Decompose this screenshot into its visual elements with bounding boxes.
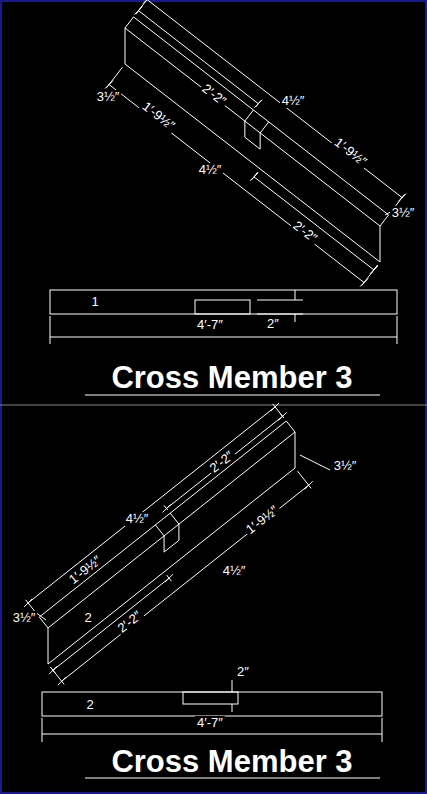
extension-line — [257, 314, 303, 315]
dimension-label: 1 — [89, 295, 100, 309]
dimension-label: 1′-9½″ — [138, 98, 179, 134]
dimension-label: 3½″ — [95, 90, 122, 104]
dimension-label: 2 — [84, 698, 95, 712]
extension-line — [397, 316, 398, 344]
dimension-tick — [398, 194, 406, 202]
notch-line — [245, 110, 254, 121]
bar-edge — [134, 17, 389, 215]
dimension-tick — [360, 279, 368, 287]
part-outline — [42, 692, 382, 716]
dimension-line — [232, 680, 233, 692]
dimension-label: 1′-9½″ — [330, 134, 371, 170]
notch-outline — [183, 692, 238, 704]
dimension-tick — [49, 666, 57, 674]
dimension-tick — [105, 81, 113, 89]
dimension-label: 3½″ — [11, 611, 38, 625]
extension-line — [297, 471, 311, 488]
dimension-label: 2″ — [265, 317, 281, 331]
extension-line — [257, 300, 303, 301]
dimension-label: 4½″ — [124, 512, 151, 526]
bar-edge — [125, 64, 380, 262]
dimension-line — [62, 485, 309, 681]
dimension-label: 4′-7″ — [195, 318, 225, 332]
notch-line — [245, 137, 260, 149]
dimension-line — [254, 177, 374, 270]
dimension-tick — [162, 504, 170, 512]
title-text: Cross Member 3 — [111, 361, 352, 395]
part-outline — [50, 290, 397, 314]
dimension-tick — [143, 0, 151, 4]
dimension-line — [147, 0, 402, 198]
dimension-line — [295, 314, 296, 322]
bar-end — [295, 432, 296, 468]
notch-line — [170, 513, 179, 524]
dimension-label: 2 — [82, 611, 93, 625]
bar-end — [286, 421, 295, 432]
dimension-label: 2″ — [235, 665, 251, 679]
notch-line — [164, 540, 179, 552]
dimension-label: 3½″ — [332, 459, 359, 473]
panel-separator — [0, 405, 427, 406]
dimension-tick — [370, 266, 378, 274]
bar-edge — [48, 468, 295, 664]
dimension-tick — [271, 403, 279, 411]
notch-line — [155, 525, 164, 536]
dimension-line — [295, 290, 296, 300]
dimension-label: 2′-2″ — [289, 217, 321, 247]
bar-edge — [39, 421, 286, 617]
notch-line — [260, 133, 261, 149]
dimension-label: 4½″ — [197, 163, 224, 177]
notch-line — [260, 122, 269, 133]
bar-edge — [48, 432, 295, 628]
dimension-line — [53, 578, 169, 670]
extension-line — [382, 718, 383, 742]
dimension-label: 3½″ — [390, 206, 417, 220]
dimension-tick — [250, 173, 258, 181]
bar-end — [380, 226, 381, 262]
dimension-label: 4′-7″ — [195, 716, 225, 730]
notch-line — [178, 524, 179, 540]
dimension-label: 2′-2″ — [114, 607, 146, 637]
leader-line — [300, 455, 330, 470]
dimension-tick — [24, 599, 32, 607]
dimension-tick — [165, 574, 173, 582]
dimension-tick — [305, 481, 313, 489]
extension-line — [273, 404, 284, 418]
dimension-tick — [254, 100, 262, 108]
notch-line — [164, 536, 165, 552]
notch-outline — [195, 300, 250, 314]
dimension-line — [28, 407, 275, 603]
dimension-line — [42, 734, 382, 735]
extension-line — [42, 718, 43, 742]
dimension-line — [232, 704, 233, 712]
extension-line — [50, 667, 64, 684]
title-text: Cross Member 3 — [111, 745, 352, 779]
dimension-line — [166, 416, 282, 508]
bar-end — [125, 17, 134, 28]
dimension-tick — [134, 7, 142, 15]
bar-end — [48, 628, 49, 664]
dimension-label: 4½″ — [280, 94, 307, 108]
dimension-tick — [58, 677, 66, 685]
dimension-label: 1′-9½″ — [242, 502, 283, 538]
extension-line — [50, 316, 51, 344]
notch-line — [244, 121, 245, 137]
dimension-line — [50, 337, 397, 338]
dimension-line — [109, 85, 364, 283]
bar-end — [125, 28, 126, 64]
dimension-label: 4½″ — [221, 564, 248, 578]
dimension-tick — [279, 412, 287, 420]
bar-end — [380, 215, 389, 226]
